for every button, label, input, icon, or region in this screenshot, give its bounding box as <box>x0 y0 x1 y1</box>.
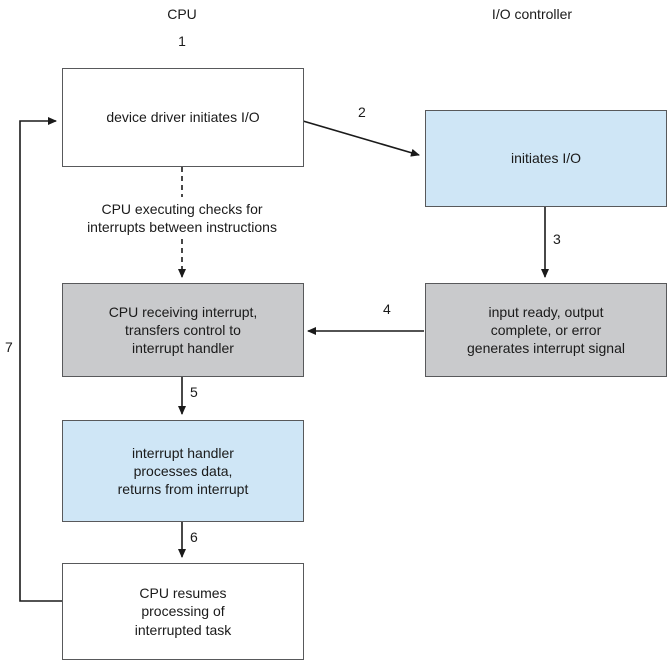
step2-arrow <box>302 120 420 157</box>
step7-number: 7 <box>5 339 13 355</box>
initiates-io-box: initiates I/O <box>425 110 667 207</box>
cpu-resumes-box: CPU resumes processing of interrupted ta… <box>62 563 304 660</box>
device-driver-initiates-io-box: device driver initiates I/O <box>62 68 304 167</box>
cpu-receiving-interrupt-label: CPU receiving interrupt, transfers contr… <box>108 303 258 357</box>
device-driver-initiates-io-label: device driver initiates I/O <box>106 109 260 126</box>
initiates-io-label: initiates I/O <box>510 150 582 167</box>
step2-number: 2 <box>358 104 366 120</box>
step3-number: 3 <box>553 231 561 247</box>
step4-number: 4 <box>383 301 391 317</box>
step7-return-arrow <box>19 117 62 602</box>
step1-number: 1 <box>178 33 186 49</box>
io-controller-column-header: I/O controller <box>491 6 573 22</box>
interrupt-handler-box: interrupt handler processes data, return… <box>62 420 304 522</box>
interrupt-handler-label: interrupt handler processes data, return… <box>117 444 249 498</box>
input-ready-interrupt-signal-box: input ready, output complete, or error g… <box>425 283 667 377</box>
step5-number: 5 <box>190 384 198 400</box>
cpu-column-header: CPU <box>167 6 197 22</box>
input-ready-interrupt-signal-label: input ready, output complete, or error g… <box>467 303 625 357</box>
interrupt-check-annotation: CPU executing checks for interrupts betw… <box>81 197 283 240</box>
step6-number: 6 <box>190 529 198 545</box>
cpu-receiving-interrupt-box: CPU receiving interrupt, transfers contr… <box>62 283 304 377</box>
cpu-resumes-label: CPU resumes processing of interrupted ta… <box>134 585 232 638</box>
